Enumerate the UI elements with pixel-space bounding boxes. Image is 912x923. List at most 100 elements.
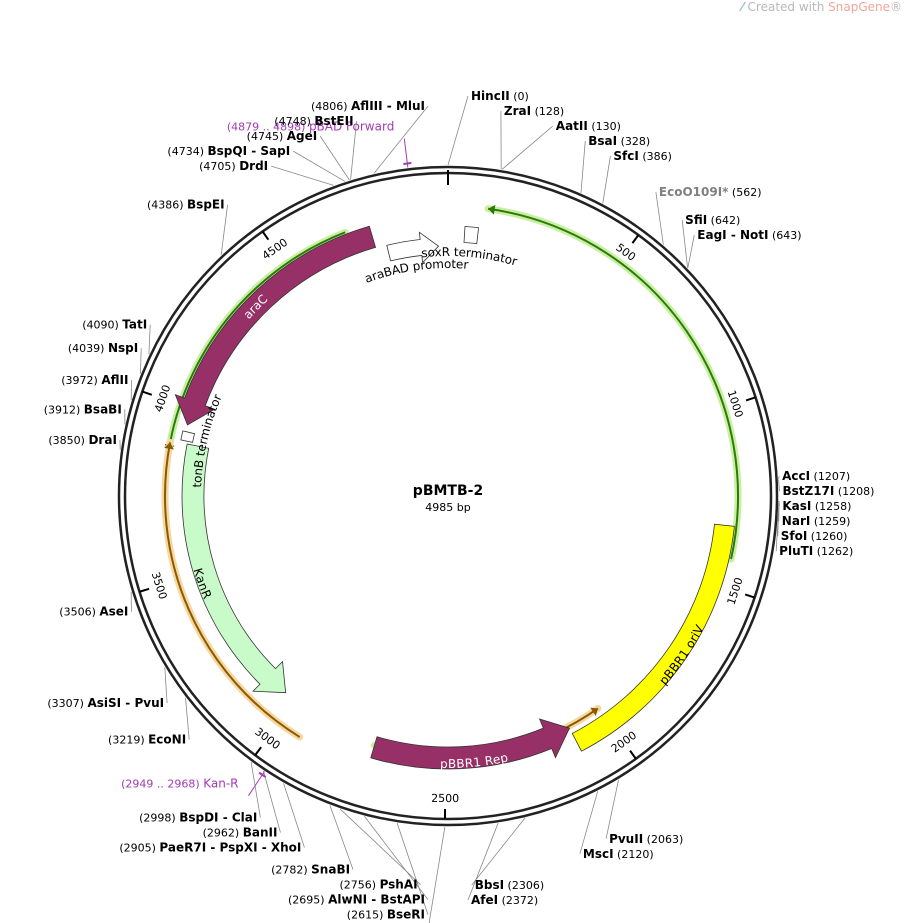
tick-label: 3500 [149, 570, 170, 601]
site-label-bbsi: BbsI (2306) [475, 878, 544, 892]
site-label-bspdi-clai: (2998) BspDI - ClaI [139, 811, 257, 825]
site-label-bseri: (2615) BseRI [347, 908, 425, 922]
site-leader [329, 805, 354, 870]
site-label-ecoo109i: EcoO109I* (562) [659, 185, 762, 199]
site-leader [319, 135, 350, 181]
site-leader [580, 140, 586, 193]
site-label-sfci: SfcI (386) [613, 149, 672, 163]
primer-leader [248, 771, 265, 796]
site-label-nari: NarI (1259) [782, 514, 851, 528]
site-leader [428, 826, 446, 923]
site-leader-lines [119, 95, 780, 923]
tick-mark [142, 390, 153, 396]
site-label-asei: (3506) AseI [59, 605, 128, 619]
site-label-hincii: HincII (0) [471, 89, 529, 103]
orf-line [164, 442, 301, 738]
site-leader [185, 697, 190, 740]
tick-mark [139, 587, 150, 593]
site-leader [579, 791, 599, 854]
site-label-aatii: AatII (130) [556, 119, 621, 133]
site-label-acci: AccI (1207) [782, 469, 850, 483]
site-leader [467, 823, 499, 901]
site-label-zrai: ZraI (128) [504, 104, 564, 118]
site-leader [605, 779, 619, 839]
site-leader [271, 165, 334, 186]
site-leader [396, 822, 429, 915]
site-label-bsai: BsaI (328) [588, 134, 650, 148]
site-leader [775, 502, 780, 552]
watermark: ⁄Created with SnapGene® [742, 0, 902, 14]
site-label-eagi-noti: EagI - NotI (643) [697, 228, 801, 242]
feature-tonb-terminator [180, 430, 196, 443]
site-label-econi: (3219) EcoNI [108, 733, 186, 747]
site-label-bstz17i: BstZ17I (1208) [782, 484, 874, 498]
site-label-snabi: (2782) SnaBI [271, 863, 350, 877]
tick-mark [629, 750, 637, 760]
site-leader [687, 234, 695, 268]
tick-label: 3000 [252, 725, 282, 752]
orf-glow [484, 205, 742, 563]
orf-line [487, 207, 739, 560]
site-label-aflii: (3972) AflII [61, 373, 128, 387]
site-leader [148, 324, 151, 355]
site-label-banii: (2962) BanII [203, 826, 278, 840]
plasmid-length: 4985 bp [425, 501, 470, 514]
feature-arabad-promoter [386, 231, 440, 264]
tick-mark [261, 230, 270, 241]
site-leader [364, 816, 429, 900]
site-label-paer7i-pspxi-xhoi: (2905) PaeR7I - PspXI - XhoI [119, 841, 301, 855]
watermark-brand: SnapGene [828, 0, 890, 14]
site-leader [602, 155, 611, 204]
site-leader [220, 204, 228, 255]
site-labels: HincII (0)ZraI (128)AatII (130)BsaI (328… [44, 89, 875, 923]
snapgene-logo-icon: ⁄ [741, 0, 744, 14]
watermark-prefix: Created with [747, 0, 829, 14]
site-leader [350, 121, 357, 180]
site-leader [262, 770, 281, 833]
tick-mark [631, 234, 640, 244]
site-label-kasi: KasI (1258) [782, 499, 851, 513]
site-leader [501, 125, 554, 170]
site-label-sfoi: SfoI (1260) [781, 529, 848, 543]
site-label-pvuii: PvuII (2063) [609, 832, 683, 846]
site-label-pluti: PluTI (1262) [779, 544, 853, 558]
site-leader [471, 817, 526, 886]
tick-label: 4500 [260, 236, 290, 263]
feature-kanr [181, 443, 287, 694]
site-leader [339, 808, 421, 885]
site-label-bspqi-sapi: (4734) BspQI - SapI [167, 144, 290, 158]
orf-arrowhead [488, 204, 496, 215]
site-label-drdi: (4705) DrdI [199, 159, 268, 173]
site-leader [250, 761, 261, 818]
primer-leader [403, 138, 409, 168]
site-label-tati: (4090) TatI [82, 318, 147, 332]
primer-label-kan-r: (2949 .. 2968) Kan-R [121, 777, 238, 791]
tick-label: 1500 [725, 576, 746, 607]
tick-label: 2500 [431, 792, 459, 805]
site-leader [164, 667, 168, 704]
site-leader [655, 192, 664, 245]
tick-label: 4000 [152, 383, 173, 414]
tick-label: 2000 [609, 729, 639, 756]
site-leader [778, 480, 780, 492]
primer-marks: (4879 .. 4898) pBAD Forward(2949 .. 2968… [121, 120, 412, 796]
site-label-agei: (4745) AgeI [247, 129, 318, 143]
site-label-afliii-mlui: (4806) AflIII - MluI [311, 99, 425, 113]
feature-pbbr1-oriv [571, 523, 735, 752]
site-label-sfii: SfiI (642) [685, 213, 740, 227]
backbone-outer-ring [117, 165, 779, 827]
site-leader [283, 783, 305, 848]
site-label-bsteii: (4748) BstEII [274, 114, 353, 128]
tick-mark [744, 593, 755, 599]
site-leader [447, 95, 469, 166]
site-label-msci: MscI (2120) [583, 847, 654, 861]
tick-mark [254, 746, 262, 756]
site-leader [140, 348, 142, 374]
site-label-afei: AfeI (2372) [471, 893, 538, 907]
site-label-bspei: (4386) BspEI [147, 198, 225, 212]
plasmid-name: pBMTB-2 [413, 483, 483, 499]
site-label-pshai: (2756) PshAI [339, 878, 417, 892]
site-leader [373, 105, 429, 174]
site-label-alwni-bstapi: (2695) AlwNI - BstAPI [288, 893, 425, 907]
